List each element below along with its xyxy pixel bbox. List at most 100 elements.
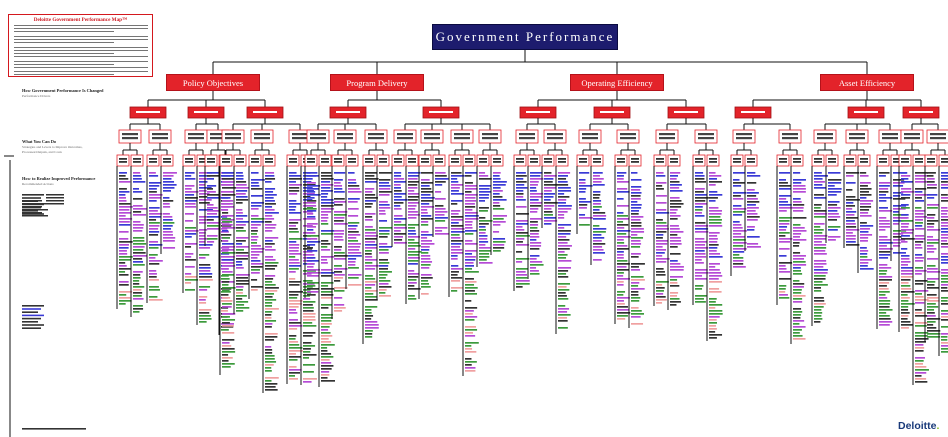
action-item xyxy=(251,182,259,184)
action-item xyxy=(893,230,907,232)
action-item xyxy=(479,250,491,252)
action-item xyxy=(451,193,464,195)
action-item xyxy=(222,184,235,186)
action-item xyxy=(901,188,912,190)
action-item xyxy=(307,247,314,249)
action-item xyxy=(207,194,220,196)
action-item xyxy=(185,233,197,235)
action-item xyxy=(379,230,390,232)
action-item xyxy=(307,207,314,209)
level2-box-text xyxy=(909,111,933,113)
action-item xyxy=(656,182,667,184)
action-item xyxy=(348,182,357,184)
action-item xyxy=(516,232,529,234)
action-item xyxy=(379,188,391,190)
action-item xyxy=(656,274,666,276)
action-item xyxy=(846,172,860,174)
action-item xyxy=(421,206,435,208)
action-item xyxy=(222,175,231,177)
action-item xyxy=(303,286,313,288)
action-item xyxy=(265,175,275,177)
action-item xyxy=(199,178,208,180)
action-item xyxy=(879,236,888,238)
level3-box-text xyxy=(736,133,752,136)
action-item xyxy=(927,324,934,326)
action-item xyxy=(709,256,723,258)
action-item xyxy=(901,321,911,323)
action-item xyxy=(793,320,805,322)
action-item xyxy=(119,203,131,205)
action-item xyxy=(915,381,928,383)
action-item xyxy=(709,210,723,212)
action-item xyxy=(199,309,212,311)
level3-box-text xyxy=(882,137,898,140)
action-item xyxy=(709,316,720,318)
action-item xyxy=(221,256,235,258)
level3-box-text xyxy=(659,137,675,140)
level3-box-text xyxy=(659,133,675,136)
action-item xyxy=(289,344,300,346)
action-item xyxy=(879,264,888,266)
action-item xyxy=(544,172,552,174)
action-item xyxy=(695,200,706,202)
action-item xyxy=(709,319,717,321)
action-item xyxy=(222,332,235,334)
action-item xyxy=(901,197,911,199)
level4-box-text xyxy=(493,158,501,160)
action-item xyxy=(265,308,279,310)
action-item xyxy=(307,216,316,218)
level4-box xyxy=(490,154,504,167)
action-item xyxy=(893,233,904,235)
action-item xyxy=(814,181,825,183)
action-item xyxy=(530,193,544,195)
action-item xyxy=(901,294,908,296)
action-item xyxy=(733,185,742,187)
action-item xyxy=(394,242,407,244)
action-item xyxy=(421,172,433,174)
action-item xyxy=(133,198,143,200)
action-item xyxy=(334,307,346,309)
action-item xyxy=(941,287,948,289)
action-item xyxy=(558,267,571,269)
action-item xyxy=(408,279,417,281)
level1-policy-objectives: Policy Objectives xyxy=(166,74,260,91)
action-item xyxy=(265,265,278,267)
action-item xyxy=(814,281,823,283)
action-item xyxy=(303,251,313,253)
level4-box-text xyxy=(617,158,625,160)
action-item xyxy=(814,284,828,286)
action-item xyxy=(846,223,856,225)
action-item xyxy=(149,279,159,281)
action-item xyxy=(163,237,176,239)
action-item xyxy=(617,242,625,244)
action-item xyxy=(860,182,871,184)
action-item xyxy=(289,378,298,380)
level3-box xyxy=(333,129,357,144)
action-item xyxy=(846,208,853,210)
action-item xyxy=(493,196,503,198)
action-item xyxy=(941,300,948,302)
action-item xyxy=(479,262,493,264)
action-item xyxy=(558,172,571,174)
action-item xyxy=(265,355,275,357)
action-item xyxy=(334,277,344,279)
action-item xyxy=(149,228,159,230)
action-item xyxy=(670,298,680,300)
action-item xyxy=(558,314,571,316)
action-item xyxy=(236,240,246,242)
action-item xyxy=(656,237,663,239)
action-item xyxy=(846,211,857,213)
action-item xyxy=(251,254,260,256)
action-item xyxy=(465,194,478,196)
action-item xyxy=(119,224,131,226)
action-item xyxy=(901,178,909,180)
action-item xyxy=(733,263,744,265)
intro-text-line xyxy=(14,74,114,75)
action-item xyxy=(941,237,948,239)
action-item xyxy=(901,303,915,305)
action-item xyxy=(334,252,345,254)
level4-box xyxy=(776,154,790,167)
action-item xyxy=(901,235,910,237)
action-item xyxy=(927,236,934,238)
action-item xyxy=(303,184,316,186)
